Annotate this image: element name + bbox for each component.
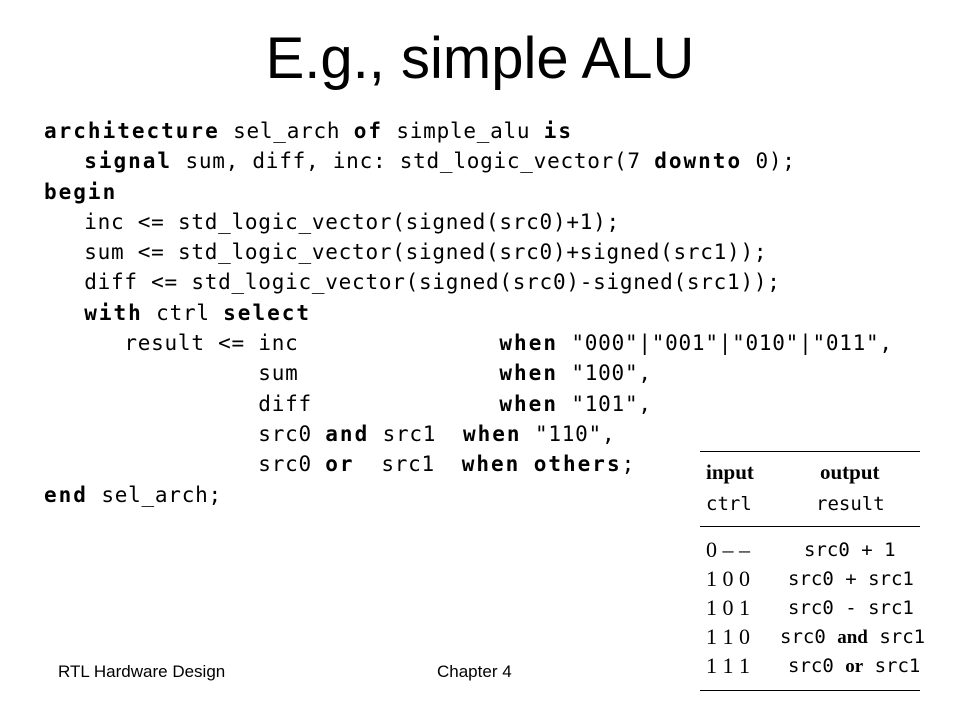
end-name: sel_arch; bbox=[101, 482, 222, 507]
table-row-ctrl: 1 0 0 bbox=[706, 566, 750, 591]
result-operator: and bbox=[837, 627, 868, 648]
result-operand-a: src0 bbox=[780, 626, 826, 648]
keyword-when: when bbox=[463, 421, 522, 446]
keyword-of: of bbox=[353, 119, 383, 143]
choice-expr: src0 bbox=[258, 421, 312, 446]
table-subheader-ctrl: ctrl bbox=[706, 493, 752, 515]
choice-cond: "110", bbox=[534, 421, 616, 446]
keyword-when: when bbox=[499, 331, 558, 356]
arch-name: sel_arch bbox=[233, 119, 341, 143]
result-operand-a: src0 bbox=[788, 655, 834, 677]
table-row-result: src0 + src1 bbox=[788, 568, 914, 590]
entity-name: simple_alu bbox=[396, 119, 531, 143]
table-row-result: src0 and src1 bbox=[780, 626, 925, 649]
result-operand-b: src1 bbox=[879, 626, 926, 648]
choice-expr: src0 bbox=[258, 452, 312, 477]
table-row-ctrl: 1 1 1 bbox=[706, 653, 750, 678]
keyword-with: with bbox=[84, 300, 143, 325]
table-subheader-result: result bbox=[816, 493, 885, 515]
keyword-is: is bbox=[543, 119, 574, 143]
choice-expr: diff bbox=[258, 391, 312, 416]
keyword-architecture: architecture bbox=[44, 119, 220, 143]
table-row-result: src0 + 1 bbox=[804, 539, 896, 561]
vhdl-code-listing: architecture sel_arch of simple_alu is s… bbox=[44, 116, 893, 510]
keyword-and: and bbox=[325, 421, 370, 446]
choice-expr-b: src1 bbox=[381, 452, 435, 477]
table-row-ctrl: 1 0 1 bbox=[706, 595, 750, 620]
table-divider bbox=[700, 526, 920, 527]
footer-course-title: RTL Hardware Design bbox=[58, 662, 226, 681]
keyword-end: end bbox=[44, 482, 88, 507]
result-operand-b: src1 bbox=[874, 655, 921, 677]
keyword-select: select bbox=[223, 300, 312, 325]
keyword-others: others bbox=[533, 452, 622, 477]
choice-expr: inc bbox=[258, 331, 299, 356]
code-line-diff: diff <= std_logic_vector(signed(src0)-si… bbox=[84, 270, 781, 295]
footer-chapter: Chapter 4 bbox=[437, 662, 512, 681]
code-line-sum: sum <= std_logic_vector(signed(src0)+sig… bbox=[84, 240, 768, 265]
choice-cond: "000"|"001"|"010"|"011", bbox=[571, 331, 893, 356]
keyword-or: or bbox=[325, 452, 355, 477]
ctrl-signal: ctrl bbox=[156, 300, 210, 325]
table-header-input: input bbox=[706, 460, 754, 484]
keyword-begin: begin bbox=[44, 179, 118, 204]
table-row-ctrl: 0 – – bbox=[706, 537, 750, 562]
signal-declaration: sum, diff, inc: std_logic_vector(7 bbox=[185, 149, 641, 174]
table-row-result: src0 or src1 bbox=[788, 655, 920, 678]
table-row-ctrl: 1 1 0 bbox=[706, 624, 750, 649]
choice-cond: ; bbox=[621, 452, 635, 477]
keyword-when: when bbox=[461, 452, 521, 477]
choice-expr-b: src1 bbox=[382, 421, 437, 446]
slide-title: E.g., simple ALU bbox=[265, 26, 695, 91]
signal-declaration-end: 0); bbox=[755, 149, 796, 174]
result-assign: result <= bbox=[124, 331, 245, 356]
keyword-when: when bbox=[499, 361, 558, 386]
result-operator: or bbox=[845, 656, 864, 677]
table-row-result: src0 - src1 bbox=[788, 597, 914, 619]
code-line-inc: inc <= std_logic_vector(signed(src0)+1); bbox=[84, 209, 620, 234]
keyword-signal: signal bbox=[84, 149, 173, 174]
keyword-when: when bbox=[499, 391, 558, 416]
truth-table: input output ctrl result 0 – – src0 + 1 … bbox=[700, 451, 925, 691]
table-header-output: output bbox=[820, 460, 880, 484]
choice-cond: "101", bbox=[571, 391, 652, 416]
keyword-downto: downto bbox=[654, 149, 743, 174]
choice-expr: sum bbox=[258, 361, 299, 386]
choice-cond: "100", bbox=[571, 361, 652, 386]
